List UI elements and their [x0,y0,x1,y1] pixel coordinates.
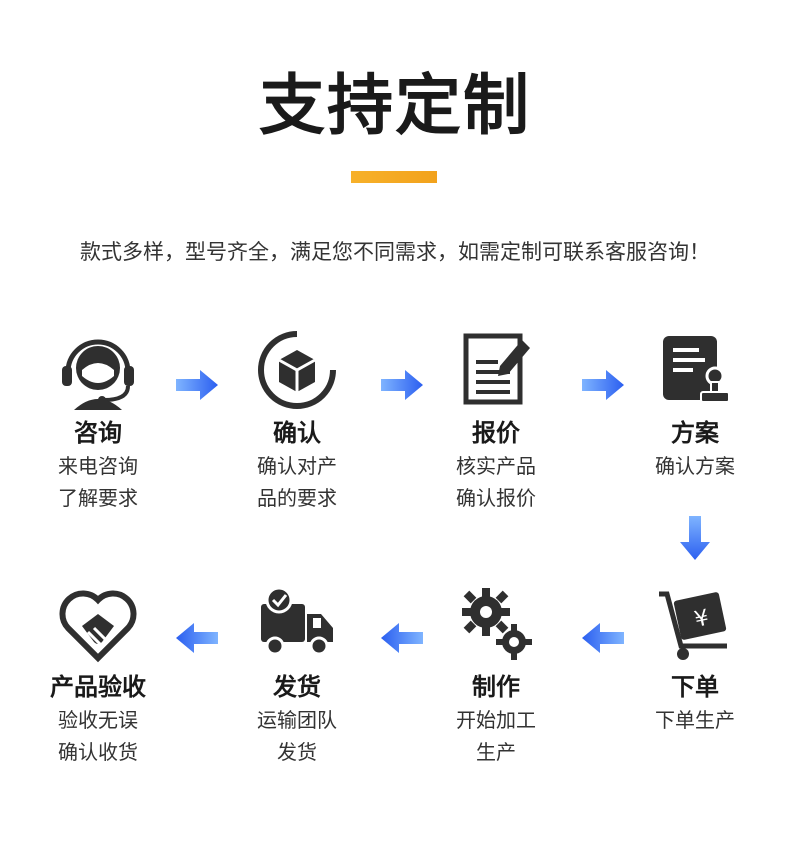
gears-icon [456,584,536,664]
arrow-left-icon [381,623,423,653]
truck-icon [257,584,337,664]
plan-stamp-icon [655,330,735,410]
step-desc-line2: 确认报价 [456,486,536,510]
step-desc-line1: 核实产品 [456,454,536,478]
step-name: 制作 [472,673,520,701]
box-icon [257,330,337,410]
step-desc-line1: 下单生产 [655,708,735,732]
step-name: 确认 [273,419,321,447]
document-edit-icon [456,330,536,410]
step-desc-line1: 来电咨询 [58,454,138,478]
heart-handshake-icon [58,584,138,664]
svg-text:¥: ¥ [692,606,711,633]
step-desc-line1: 确认方案 [655,454,735,478]
step-desc-line1: 验收无误 [58,708,138,732]
step-desc-line2: 了解要求 [58,486,138,510]
step-desc-line1: 确认对产 [257,454,337,478]
arrow-right-icon [381,370,423,400]
step-production: 制作 开始加工 生产 [406,584,586,768]
step-name: 咨询 [74,419,122,447]
step-order: ¥ 下单 下单生产 [605,584,785,736]
title-underline [351,171,437,183]
step-name: 方案 [671,419,719,447]
step-desc-line1: 运输团队 [257,708,337,732]
step-quote: 报价 核实产品 确认报价 [406,330,586,514]
arrow-down-icon [680,516,710,560]
arrow-left-icon [582,623,624,653]
step-consult: 咨询 来电咨询 了解要求 [8,330,188,514]
order-cart-icon: ¥ [655,584,735,664]
headset-icon [58,330,138,410]
step-acceptance: 产品验收 验收无误 确认收货 [8,584,188,768]
step-plan: 方案 确认方案 [605,330,785,482]
step-desc-line2: 生产 [476,740,516,764]
step-ship: 发货 运输团队 发货 [207,584,387,768]
arrow-left-icon [176,623,218,653]
arrow-right-icon [176,370,218,400]
step-desc-line2: 发货 [277,740,317,764]
page-title: 支持定制 [259,67,531,144]
page-subtitle: 款式多样，型号齐全，满足您不同需求，如需定制可联系客服咨询！ [80,240,710,264]
step-name: 下单 [671,673,719,701]
step-desc-line1: 开始加工 [456,708,536,732]
arrow-right-icon [582,370,624,400]
step-confirm: 确认 确认对产 品的要求 [207,330,387,514]
step-name: 产品验收 [50,673,146,701]
step-desc-line2: 品的要求 [257,486,337,510]
step-name: 报价 [472,419,520,447]
step-desc-line2: 确认收货 [58,740,138,764]
step-name: 发货 [273,673,321,701]
